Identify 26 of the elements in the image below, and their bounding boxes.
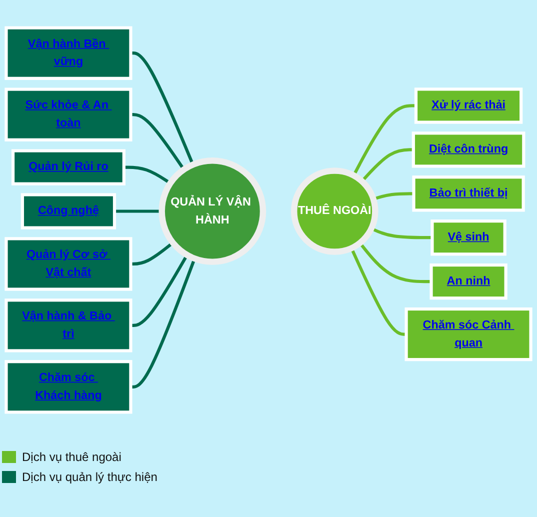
- node-circle: THUÊ NGOÀI: [291, 168, 378, 255]
- connector: [130, 258, 196, 388]
- node-box: An ninh: [430, 263, 508, 300]
- node-box: Chăm sóc Cảnh quan: [404, 307, 532, 362]
- node-box: Vận hành & Bảo trì: [4, 298, 132, 352]
- node-box: Xử lý rác thải: [414, 88, 523, 124]
- node-box: Quản lý Cơ sở Vật chất: [4, 237, 132, 291]
- node-box: Công nghệ: [20, 193, 116, 230]
- node-box: Quản lý Rủi ro: [11, 149, 126, 186]
- node-box: Sức khỏe & An toàn: [4, 88, 132, 142]
- node-box: Vệ sinh: [430, 220, 506, 256]
- connector: [114, 210, 162, 213]
- legend-label: Dịch vụ thuê ngoài: [22, 450, 122, 464]
- legend-label: Dịch vụ quản lý thực hiện: [22, 470, 158, 484]
- node-box: Diệt côn trùng: [412, 132, 526, 168]
- connector: [130, 113, 186, 170]
- connector: [130, 52, 194, 166]
- connector: [360, 148, 414, 182]
- connector: [130, 242, 174, 266]
- node-circle: QUẢN LÝ VẬN HÀNH: [158, 158, 266, 265]
- node-box: Chăm sóc Khách hàng: [4, 360, 132, 414]
- node-box: Vận hành Bền vững: [4, 26, 132, 80]
- connector: [130, 254, 188, 327]
- node-box: Bảo trì thiết bị: [412, 176, 525, 212]
- connector: [372, 192, 414, 201]
- connector: [124, 166, 172, 185]
